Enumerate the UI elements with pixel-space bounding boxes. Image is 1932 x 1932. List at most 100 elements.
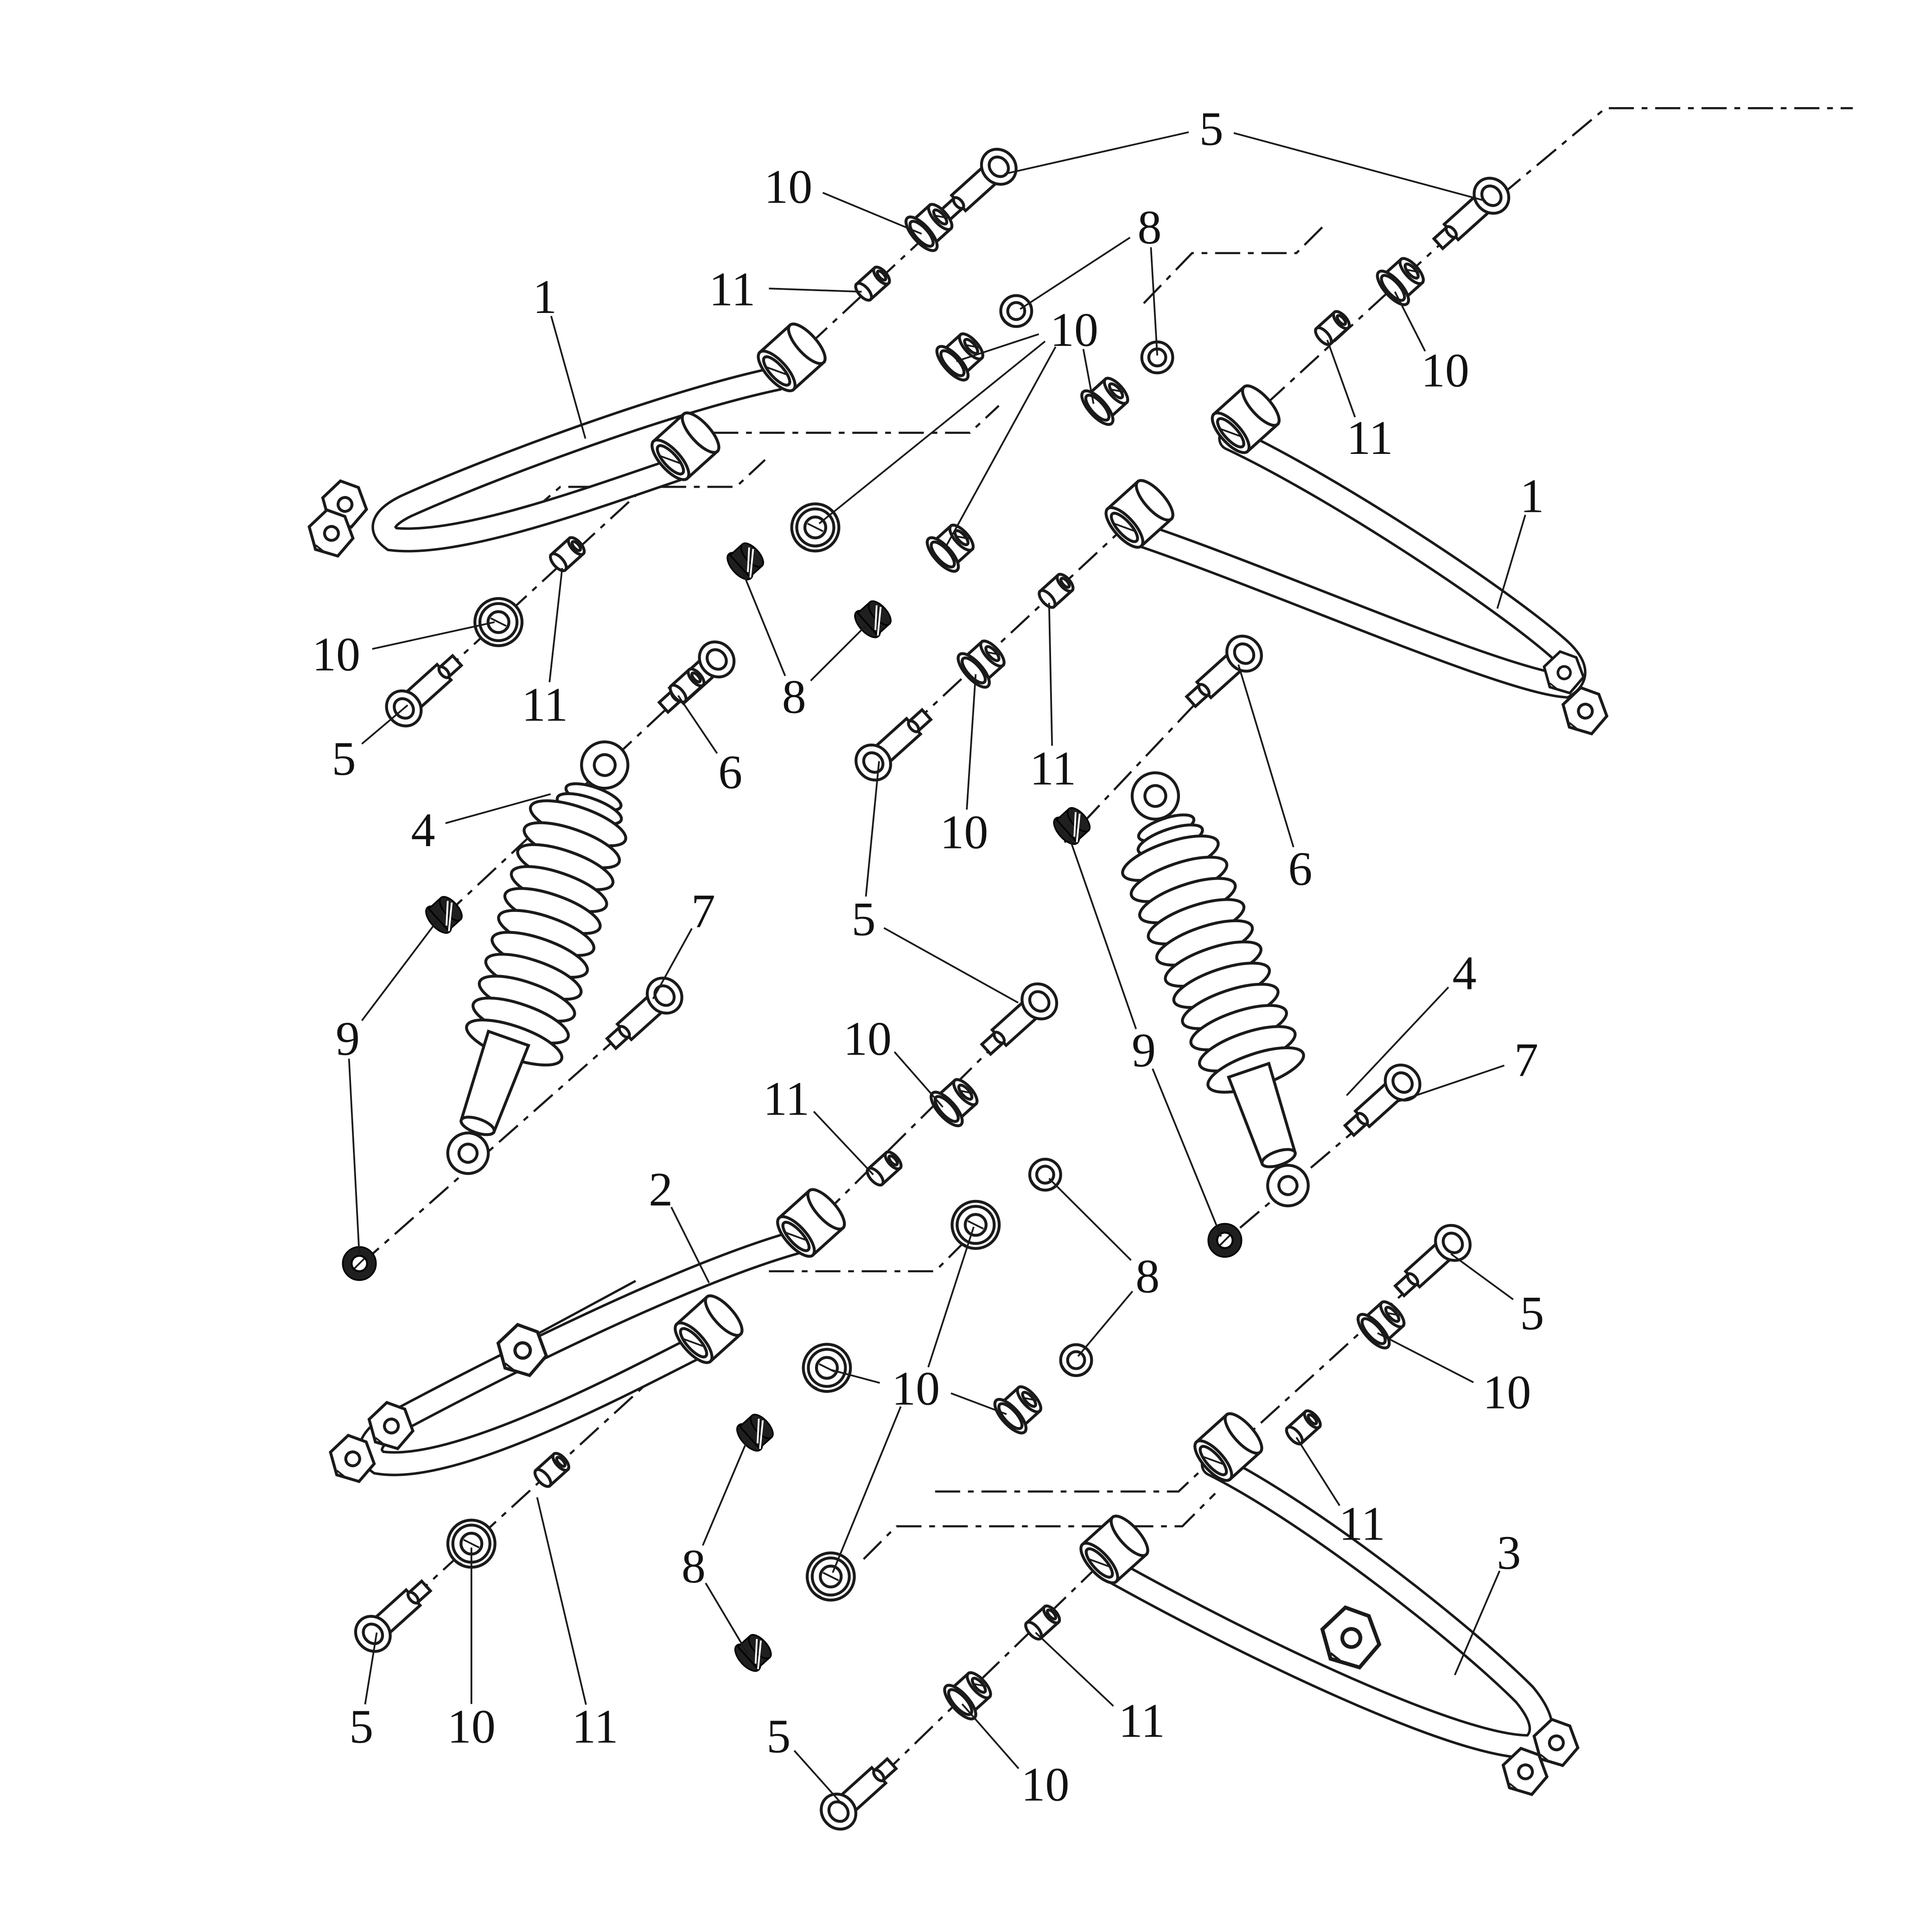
callout-number-5: 5	[1520, 1286, 1544, 1340]
shock-absorber-left	[408, 725, 666, 1192]
callout-number-6: 6	[1288, 842, 1312, 895]
leader-line	[1237, 664, 1294, 848]
part-spacer	[865, 1149, 904, 1188]
leader-line	[702, 1439, 749, 1546]
callout-number-3: 3	[1497, 1526, 1521, 1580]
center-axis-line	[769, 1241, 965, 1273]
leader-line	[1377, 1332, 1474, 1384]
callout-5: 5	[332, 704, 408, 785]
leader-line	[361, 704, 408, 745]
callout-number-9: 9	[1132, 1023, 1156, 1077]
callout-number-7: 7	[691, 884, 715, 938]
callout-number-11: 11	[763, 1071, 810, 1125]
callout-number-11: 11	[572, 1700, 618, 1753]
part-nut-front-dark	[1208, 1224, 1242, 1257]
leader-line	[818, 340, 1046, 524]
callout-9: 9	[1067, 834, 1222, 1237]
part-bolt	[1426, 171, 1516, 257]
leader-line	[1048, 603, 1053, 746]
callout-10: 10	[830, 1226, 1007, 1573]
callout-number-10: 10	[447, 1700, 496, 1753]
callout-number-5: 5	[852, 892, 876, 946]
leader-line	[830, 1369, 880, 1384]
part-bush-front	[792, 504, 839, 551]
callout-number-5: 5	[766, 1709, 791, 1763]
shock-absorber-right	[1095, 756, 1348, 1223]
callout-10: 10	[818, 303, 1098, 549]
callout-number-11: 11	[1119, 1694, 1165, 1747]
leader-line	[1295, 1437, 1340, 1506]
leader-line	[348, 1058, 360, 1256]
callout-number-1: 1	[533, 270, 557, 324]
callout-4: 4	[1346, 946, 1477, 1096]
leader-line	[832, 1406, 902, 1573]
leader-line	[950, 1392, 1007, 1415]
callout-number-11: 11	[1030, 741, 1076, 795]
callout-number-10: 10	[1483, 1365, 1531, 1419]
leader-line	[1048, 1178, 1132, 1261]
part-nut-side	[1048, 802, 1096, 849]
upper-a-arm-right	[1117, 426, 1613, 741]
leader-line	[536, 1497, 587, 1705]
callout-10: 10	[843, 1012, 944, 1108]
leader-line	[1233, 132, 1486, 202]
part-bush-front	[952, 1201, 999, 1249]
callout-number-1: 1	[1520, 469, 1544, 523]
leader-line	[1394, 291, 1426, 352]
callout-5: 5	[852, 761, 1019, 1004]
leader-line	[1020, 236, 1131, 310]
callout-number-10: 10	[1050, 303, 1098, 357]
callout-10: 10	[764, 160, 922, 235]
part-bush-side	[953, 633, 1012, 692]
leader-line	[1450, 1253, 1514, 1301]
callout-10: 10	[1377, 1332, 1531, 1419]
part-bush-side	[932, 326, 990, 385]
leader-line	[883, 927, 1019, 1004]
callout-number-10: 10	[1021, 1758, 1069, 1811]
leader-line	[810, 625, 867, 682]
shocks	[408, 725, 1348, 1223]
center-axis-line	[1500, 107, 1853, 196]
part-bolt	[1179, 629, 1269, 715]
callout-11: 11	[536, 1497, 618, 1753]
callout-5: 5	[1004, 102, 1486, 202]
part-bush-front	[807, 1553, 854, 1600]
center-axis-line	[1222, 1090, 1402, 1243]
leader-line	[1067, 834, 1137, 1030]
callout-number-6: 6	[718, 745, 742, 799]
center-axis-line	[1064, 670, 1228, 843]
callout-6: 6	[1237, 664, 1312, 895]
callout-9: 9	[336, 921, 438, 1256]
center-axis-line	[1143, 223, 1326, 304]
callout-number-10: 10	[312, 627, 360, 681]
leader-line	[652, 928, 693, 1000]
callout-8: 8	[1020, 200, 1161, 356]
upper-a-arm-left	[302, 366, 790, 563]
callout-number-2: 2	[649, 1162, 673, 1216]
callout-number-9: 9	[336, 1012, 360, 1065]
callout-1: 1	[1496, 469, 1544, 609]
callout-number-11: 11	[522, 677, 568, 731]
callout-2: 2	[649, 1162, 710, 1283]
leader-line	[893, 1051, 944, 1108]
callout-number-10: 10	[892, 1361, 940, 1415]
callout-number-5: 5	[332, 732, 356, 785]
callout-5: 5	[766, 1709, 843, 1805]
callout-7: 7	[1398, 1033, 1538, 1102]
callout-number-8: 8	[782, 670, 806, 724]
lower-a-arm-left	[324, 1230, 809, 1489]
part-bolt	[1387, 1218, 1477, 1305]
callout-number-4: 4	[1453, 946, 1477, 1000]
callout-number-11: 11	[1339, 1497, 1385, 1550]
part-bush-front	[475, 599, 522, 646]
callout-11: 11	[1295, 1437, 1385, 1550]
part-nut-side	[421, 891, 468, 938]
part-bush-side	[1353, 1294, 1411, 1352]
callout-number-10: 10	[764, 160, 812, 214]
leader-line	[944, 346, 1057, 549]
callout-number-8: 8	[1137, 200, 1161, 254]
callout-number-10: 10	[843, 1012, 892, 1065]
